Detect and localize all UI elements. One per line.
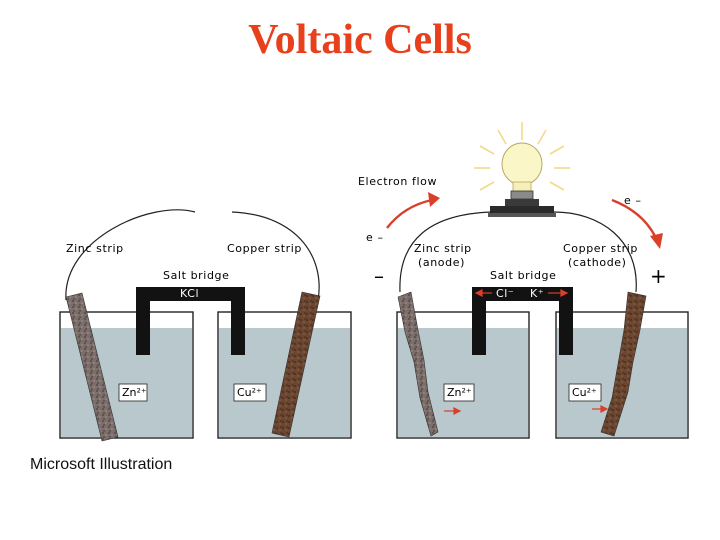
cation-label: K⁺: [530, 287, 544, 300]
cathode-plus-sign: +: [650, 264, 667, 288]
solution-ion-arrows: [444, 405, 609, 415]
anode-label: Zinc strip: [414, 242, 472, 255]
light-bulb-icon: [488, 142, 556, 217]
slide-title: Voltaic Cells: [248, 17, 472, 63]
bulb-glow-rays: [474, 122, 570, 191]
left-bridge-salt-label: KCl: [180, 287, 199, 300]
left-salt-bridge-label: Salt bridge: [163, 269, 229, 282]
left-copper-strip: [271, 291, 321, 438]
right-cell: [386, 122, 689, 439]
electron-flow-arrowhead-left: [428, 192, 440, 207]
anode-minus-sign: –: [374, 264, 384, 288]
cathode-sublabel: (cathode): [568, 256, 627, 269]
right-external-wire: [399, 211, 637, 293]
electron-label-right: e –: [624, 194, 642, 207]
left-zinc-label: Zinc strip: [66, 242, 124, 255]
right-zinc-ion-box: [443, 383, 475, 402]
left-zinc-ion-label: Zn²⁺: [122, 386, 147, 399]
left-copper-ion-box: [233, 383, 267, 402]
left-zinc-ion-box: [118, 383, 148, 402]
bridge-ion-arrows: [474, 289, 569, 297]
left-zinc-strip: [65, 292, 119, 442]
left-salt-bridge: [136, 287, 245, 355]
electron-label-left: e –: [366, 231, 384, 244]
left-copper-ion-label: Cu²⁺: [237, 386, 262, 399]
electron-flow-arrowhead-right: [650, 233, 663, 249]
right-zinc-ion-label: Zn²⁺: [447, 386, 472, 399]
electron-flow-arrow-right: [611, 198, 658, 239]
anion-label: Cl⁻: [496, 287, 514, 300]
right-copper-ion-label: Cu²⁺: [572, 386, 597, 399]
left-cell: [59, 209, 352, 442]
right-zinc-strip: [397, 291, 439, 437]
cathode-label: Copper strip: [563, 242, 638, 255]
electron-flow-label: Electron flow: [358, 175, 437, 188]
electron-flow-arrow-left: [386, 198, 433, 229]
anode-sublabel: (anode): [418, 256, 465, 269]
left-external-wire: [65, 209, 320, 301]
right-salt-bridge-label: Salt bridge: [490, 269, 556, 282]
left-copper-label: Copper strip: [227, 242, 302, 255]
right-copper-ion-box: [568, 383, 602, 402]
illustration-credit: Microsoft Illustration: [30, 456, 172, 473]
right-copper-strip: [600, 291, 647, 437]
